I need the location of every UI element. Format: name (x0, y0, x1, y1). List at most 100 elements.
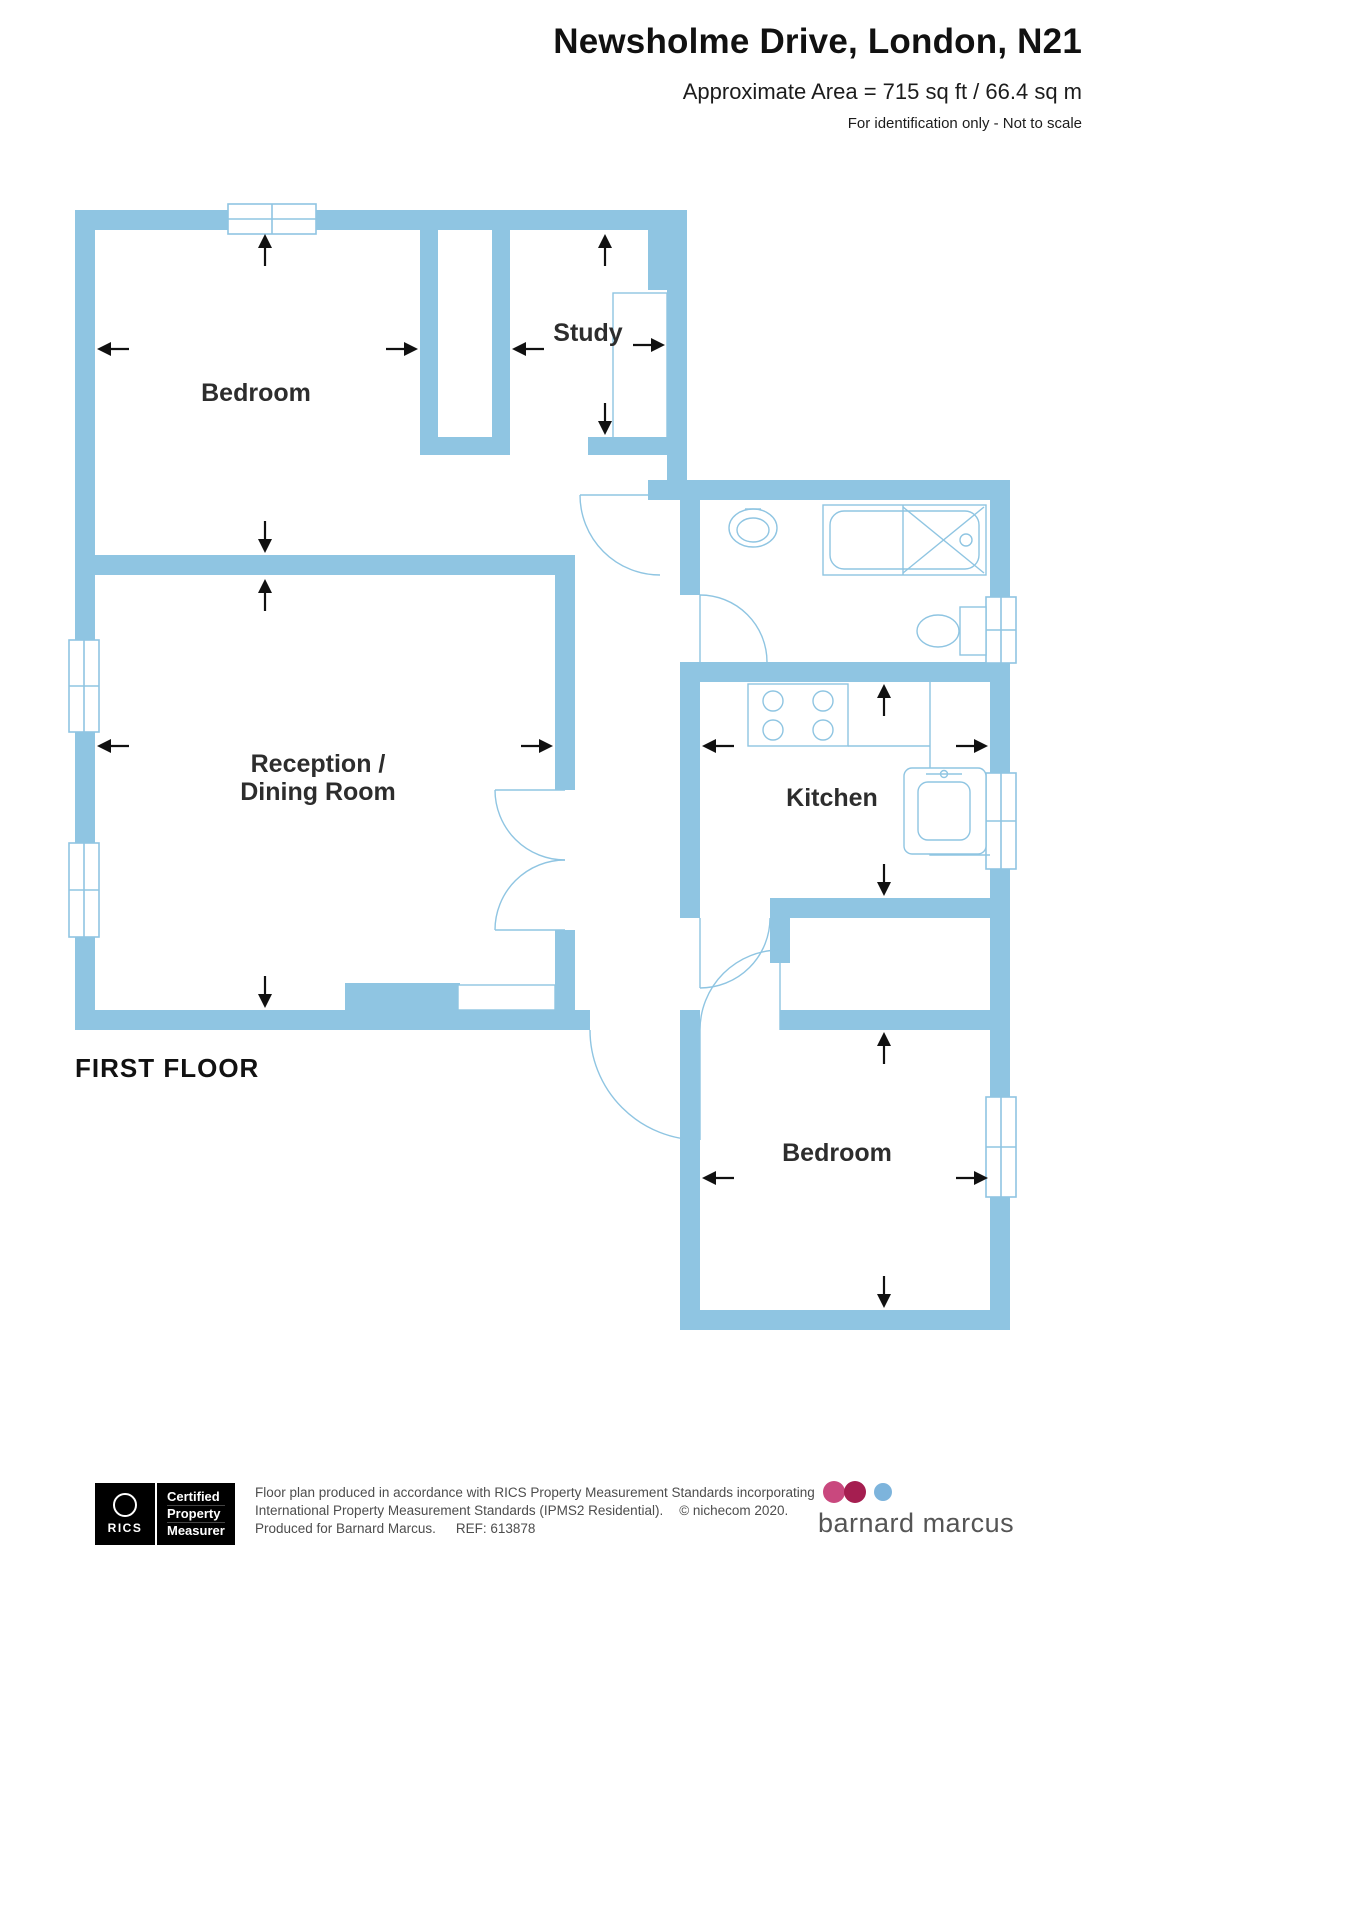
wall (680, 1030, 700, 1330)
rics-badge-line: Property (167, 1506, 225, 1523)
wall (667, 230, 687, 500)
measure-arrow-down (596, 401, 614, 437)
page-title: Newsholme Drive, London, N21 (553, 22, 1082, 61)
hearth-outline (457, 984, 556, 1011)
rics-logo: RICS (95, 1483, 157, 1545)
window (985, 772, 1017, 870)
bathtub-symbol (822, 504, 987, 576)
floor-label: FIRST FLOOR (75, 1053, 259, 1083)
wall (680, 682, 700, 918)
wall (555, 930, 575, 1010)
counter-line (848, 682, 990, 856)
legal-line-2: International Property Measurement Stand… (255, 1502, 815, 1520)
room-label-study: Study (553, 319, 623, 347)
measure-arrow-down (875, 862, 893, 898)
wall (680, 1010, 700, 1030)
measure-arrow-left (95, 340, 131, 358)
brand-dot-magenta (844, 1481, 866, 1503)
measure-arrow-right (954, 1169, 990, 1187)
reference-number: REF: 613878 (455, 1521, 536, 1536)
footer: RICS Certified Property Measurer Floor p… (0, 1478, 1357, 1558)
measure-arrow-up (875, 682, 893, 718)
measure-arrow-right (631, 336, 667, 354)
legal-line-1: Floor plan produced in accordance with R… (255, 1484, 815, 1502)
wall (680, 898, 700, 918)
wall (420, 230, 438, 445)
rics-badge-titles: Certified Property Measurer (157, 1483, 235, 1545)
measure-arrow-right (519, 737, 555, 755)
walls (75, 210, 1010, 1330)
rics-badge-line: Measurer (167, 1523, 225, 1538)
room-labels: Bedroom Study Reception / Dining Room Ki… (201, 319, 892, 1167)
room-label-reception-line1: Reception / (251, 750, 386, 778)
door-arc (494, 789, 566, 931)
wall (680, 662, 1010, 682)
measure-arrow-down (256, 519, 274, 555)
window (985, 1096, 1017, 1198)
rics-logo-icon (113, 1493, 137, 1517)
measure-arrow-down (256, 974, 274, 1010)
wall (770, 918, 790, 963)
wall (648, 480, 1010, 500)
door-arc (589, 1029, 701, 1141)
wall (770, 898, 1010, 918)
wall (780, 1010, 1010, 1030)
toilet-symbol (916, 606, 987, 656)
window (227, 203, 317, 235)
wall (75, 210, 687, 230)
brand-logo: barnard marcus (818, 1478, 1018, 1539)
sink-symbol (903, 767, 987, 855)
wall (420, 437, 510, 455)
doors (494, 494, 781, 1141)
brand-name: barnard marcus (818, 1508, 1015, 1538)
measure-arrow-up (596, 232, 614, 268)
hob-symbol (747, 683, 849, 747)
header: Newsholme Drive, London, N21 Approximate… (553, 22, 1082, 132)
door-arc (699, 949, 781, 1031)
legal-line-1-text: Floor plan produced in accordance with R… (255, 1485, 815, 1500)
wall (555, 575, 575, 790)
measure-arrow-left (700, 1169, 736, 1187)
measure-arrow-up (256, 232, 274, 268)
rics-badge-line: Certified (167, 1489, 225, 1506)
door-arc (699, 594, 768, 663)
room-label-bedroom-1: Bedroom (201, 379, 311, 407)
room-label-reception-line2: Dining Room (240, 778, 396, 806)
measure-arrow-up (875, 1030, 893, 1066)
door-arc (579, 494, 661, 576)
rics-badge: RICS Certified Property Measurer (95, 1483, 235, 1545)
washbasin-symbol (728, 508, 778, 548)
scale-disclaimer: For identification only - Not to scale (847, 115, 1082, 132)
brand-dot-blue (874, 1483, 892, 1501)
measure-arrow-up (256, 577, 274, 613)
study-recess (612, 292, 668, 453)
measure-arrow-right (954, 737, 990, 755)
wall (95, 555, 575, 575)
fixtures (457, 292, 990, 1011)
area-text: Approximate Area = 715 sq ft / 66.4 sq m (682, 79, 1082, 104)
measure-arrow-left (700, 737, 736, 755)
wall (75, 230, 95, 1030)
door-arc (699, 917, 771, 989)
wall (588, 437, 668, 455)
measure-arrow-left (510, 340, 546, 358)
wall (345, 983, 460, 1010)
copyright-text: © nichecom 2020. (679, 1503, 789, 1518)
windows (68, 203, 1017, 1198)
produced-for-text: Produced for Barnard Marcus. (255, 1521, 436, 1536)
measure-arrow-right (384, 340, 420, 358)
room-label-bedroom-2: Bedroom (782, 1139, 892, 1167)
measure-arrow-left (95, 737, 131, 755)
rics-acronym: RICS (107, 1521, 143, 1535)
window (68, 639, 100, 733)
window (985, 596, 1017, 664)
wall (492, 230, 510, 455)
brand-dot-pink (823, 1481, 845, 1503)
legal-text: Floor plan produced in accordance with R… (255, 1484, 815, 1538)
window (68, 842, 100, 938)
wall (680, 500, 700, 595)
brand-dots-icon (823, 1481, 892, 1503)
wall (75, 1010, 590, 1030)
